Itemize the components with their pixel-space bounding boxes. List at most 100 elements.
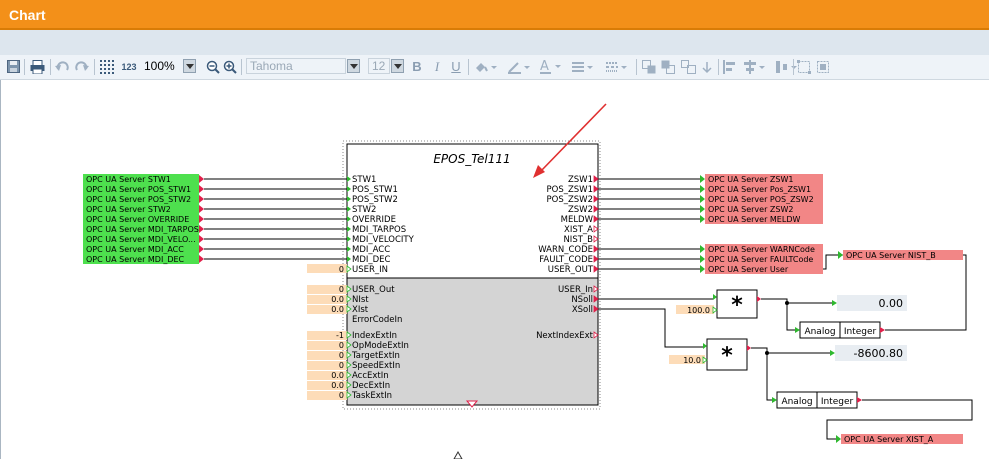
signal-input-port-icon[interactable]	[700, 195, 705, 203]
user-in-value-box[interactable]	[307, 264, 347, 273]
input-port-icon[interactable]	[346, 331, 352, 339]
param-value-box[interactable]	[307, 285, 347, 294]
mult1-const-box[interactable]	[676, 305, 714, 314]
dash-style-icon[interactable]	[604, 57, 630, 76]
zoom-dropdown-icon[interactable]	[183, 59, 196, 73]
output-port-icon[interactable]	[593, 175, 599, 183]
block-expand-icon[interactable]	[465, 400, 479, 408]
calc-port-icon[interactable]	[830, 350, 835, 356]
param-value-box[interactable]	[307, 381, 347, 390]
calc-port-icon[interactable]	[713, 294, 717, 300]
align-center-icon[interactable]	[742, 57, 768, 76]
select-frame-icon[interactable]	[796, 57, 812, 76]
zoom-in-icon[interactable]	[222, 57, 238, 76]
param-value-box[interactable]	[307, 361, 347, 370]
mult2-const-box[interactable]	[669, 355, 705, 364]
param-value-box[interactable]	[307, 295, 347, 304]
right-signal-box[interactable]	[705, 184, 823, 194]
output-port-icon[interactable]	[593, 235, 599, 243]
numbering-button[interactable]: 123	[121, 61, 137, 72]
calc-port-icon[interactable]	[832, 300, 837, 306]
input-port-icon[interactable]	[346, 341, 352, 349]
send-back-icon[interactable]	[660, 57, 676, 76]
right-signal-box[interactable]	[705, 204, 823, 214]
zoom-level[interactable]: 100%	[144, 59, 175, 73]
signal-output-port-icon[interactable]	[199, 175, 204, 183]
calc-port-icon[interactable]	[772, 397, 777, 403]
right-signal-box[interactable]	[705, 214, 823, 224]
calc-port-icon[interactable]	[795, 327, 800, 333]
input-port-icon[interactable]	[347, 216, 351, 222]
input-port-icon[interactable]	[346, 285, 352, 293]
font-size-select[interactable]: 12	[368, 58, 390, 74]
left-signal-box[interactable]	[83, 254, 199, 264]
right-signal-box[interactable]	[705, 254, 823, 264]
font-color-icon[interactable]: A	[538, 57, 564, 76]
calc-port-icon[interactable]	[747, 345, 751, 351]
left-signal-box[interactable]	[83, 234, 199, 244]
mult1-multiply-block[interactable]	[716, 289, 758, 319]
input-port-icon[interactable]	[347, 186, 351, 192]
output-port-icon[interactable]	[593, 305, 599, 313]
param-value-box[interactable]	[307, 351, 347, 360]
input-port-icon[interactable]	[347, 246, 351, 252]
input-port-icon[interactable]	[346, 371, 352, 379]
right-signal-box[interactable]	[705, 264, 823, 274]
input-port-icon[interactable]	[346, 265, 352, 273]
signal-output-port-icon[interactable]	[199, 215, 204, 223]
left-signal-box[interactable]	[83, 204, 199, 214]
signal-input-port-icon[interactable]	[700, 175, 705, 183]
font-dropdown-icon[interactable]	[347, 59, 360, 73]
bold-button[interactable]: B	[412, 59, 422, 74]
param-value-box[interactable]	[307, 371, 347, 380]
left-signal-box[interactable]	[83, 214, 199, 224]
input-port-icon[interactable]	[346, 351, 352, 359]
align-left-icon[interactable]	[722, 57, 738, 76]
redo-icon[interactable]	[73, 57, 90, 76]
print-icon[interactable]	[28, 57, 46, 76]
output-port-icon[interactable]	[593, 215, 599, 223]
ungroup-icon[interactable]	[700, 57, 714, 76]
signal-output-port-icon[interactable]	[199, 245, 204, 253]
calc-port-icon[interactable]	[857, 397, 862, 403]
output-port-icon[interactable]	[593, 265, 599, 273]
mult2-multiply-block[interactable]	[706, 338, 748, 371]
nist-b-signal-box[interactable]	[843, 250, 963, 260]
left-signal-box[interactable]	[83, 244, 199, 254]
signal-input-port-icon[interactable]	[700, 185, 705, 193]
italic-button[interactable]: I	[434, 58, 440, 74]
signal-output-port-icon[interactable]	[199, 205, 204, 213]
output-port-icon[interactable]	[593, 195, 599, 203]
input-port-icon[interactable]	[347, 196, 351, 202]
signal-input-port-icon[interactable]	[700, 245, 705, 253]
input-port-icon[interactable]	[346, 295, 352, 303]
signal-output-port-icon[interactable]	[199, 185, 204, 193]
output-port-icon[interactable]	[593, 225, 599, 233]
signal-output-port-icon[interactable]	[199, 235, 204, 243]
calc-port-icon[interactable]	[712, 306, 718, 314]
input-port-icon[interactable]	[346, 305, 352, 313]
underline-button[interactable]: U	[451, 59, 461, 74]
input-port-icon[interactable]	[346, 361, 352, 369]
signal-output-port-icon[interactable]	[199, 255, 204, 263]
left-signal-box[interactable]	[83, 224, 199, 234]
right-signal-box[interactable]	[705, 194, 823, 204]
undo-icon[interactable]	[54, 57, 71, 76]
param-value-box[interactable]	[307, 331, 347, 340]
font-size-dropdown-icon[interactable]	[391, 59, 404, 73]
signal-input-port-icon[interactable]	[700, 215, 705, 223]
left-signal-box[interactable]	[83, 184, 199, 194]
signal-input-port-icon[interactable]	[700, 255, 705, 263]
grid-icon[interactable]	[98, 57, 116, 76]
calc-port-icon[interactable]	[703, 343, 707, 349]
output-port-icon[interactable]	[593, 245, 599, 253]
param-value-box[interactable]	[307, 341, 347, 350]
signal-input-port-icon[interactable]	[700, 205, 705, 213]
output-port-icon[interactable]	[593, 331, 599, 339]
input-port-icon[interactable]	[347, 236, 351, 242]
line-color-icon[interactable]	[506, 57, 532, 76]
calc-port-icon[interactable]	[702, 356, 708, 364]
xist-a-signal-box[interactable]	[841, 434, 963, 444]
line-style-icon[interactable]	[570, 57, 596, 76]
output-port-icon[interactable]	[593, 185, 599, 193]
